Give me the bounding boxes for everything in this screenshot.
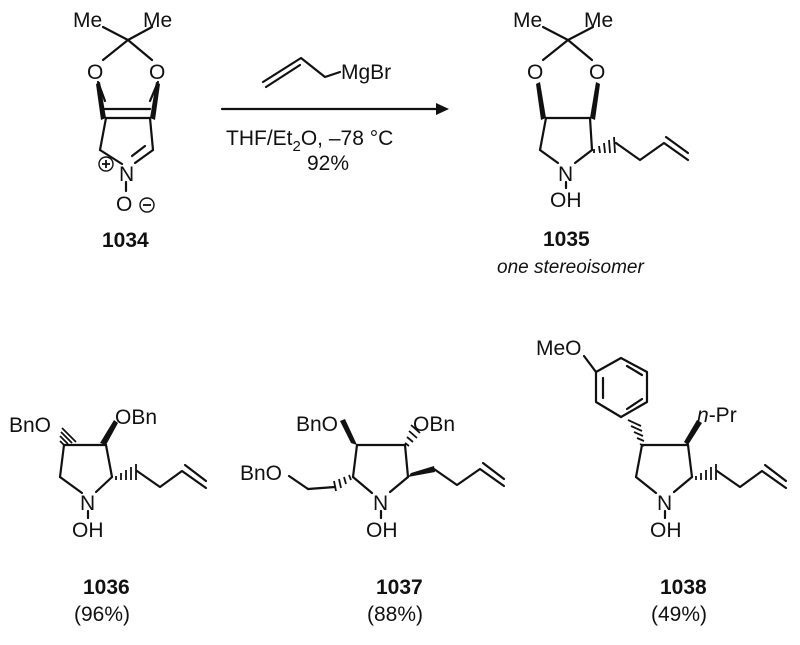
atom-obn: OBn [413,413,455,436]
atom-o: O [87,61,103,84]
compound-1037: BnO OBn BnO N OH 1037 (88%) [240,413,506,626]
reaction-yield: 92% [307,152,349,175]
atom-n: N [373,492,388,515]
atom-me: Me [513,9,542,32]
substituent-n-pr: n-Pr [697,404,737,427]
conditions-text: THF/Et2O, –78 °C [226,127,393,155]
hashed-bond [59,427,77,446]
atom-o: O [527,61,543,84]
atom-o: O [149,61,165,84]
compound-yield: (88%) [367,603,423,626]
atom-o: O [116,193,132,216]
compound-label: 1037 [376,576,423,599]
negative-charge-icon [139,197,155,213]
hashed-bond [333,474,352,492]
atom-obn: OBn [115,406,157,429]
atom-bno: BnO [9,414,51,437]
atom-meo: MeO [536,337,582,360]
compound-yield: (49%) [651,603,707,626]
positive-charge-icon [98,156,114,172]
compound-1038: MeO n-Pr N OH 1038 (49%) [536,337,788,626]
atom-o: O [589,61,605,84]
compound-label: 1034 [102,229,149,252]
atom-oh: OH [650,519,682,542]
atom-oh: OH [366,519,398,542]
atom-n: N [657,492,672,515]
atom-bno: BnO [240,462,282,485]
compound-label: 1038 [660,576,707,599]
compound-yield: (96%) [74,603,130,626]
atom-n: N [80,492,95,515]
hashed-bond [115,464,137,480]
hashed-bond [593,136,616,154]
atom-oh: OH [550,189,582,212]
compound-label: 1036 [83,576,130,599]
atom-me: Me [73,9,102,32]
reagent-label: MgBr [341,61,391,84]
reaction-arrow: MgBr THF/Et2O, –78 °C 92% [220,56,449,175]
arrowhead-icon [436,103,449,115]
compound-1034: Me Me O O N O 1034 [73,9,172,252]
atom-me: Me [143,9,172,32]
compound-1036: BnO OBn N OH 1036 (96%) [9,406,208,626]
compound-label: 1035 [543,228,590,251]
hashed-bond [404,424,421,447]
hashed-bond [695,464,717,480]
atom-me: Me [584,9,613,32]
atom-oh: OH [72,519,104,542]
atom-n: N [558,163,573,186]
atom-n: N [119,163,134,186]
hashed-bond [627,419,645,447]
compound-1035: Me Me O O N OH 1035 one stereoisomer [497,9,690,278]
atom-bno: BnO [296,413,338,436]
compound-caption: one stereoisomer [497,257,644,278]
